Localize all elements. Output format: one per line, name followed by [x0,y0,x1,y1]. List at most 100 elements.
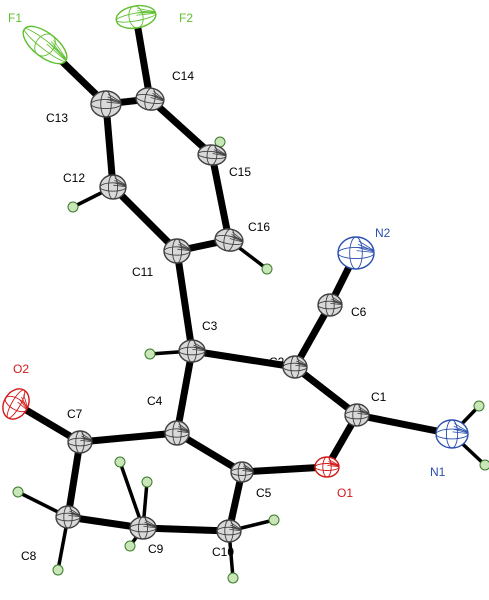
atom-principal-ellipse [107,174,118,200]
atom-label-C16: C16 [248,220,270,234]
atom-ellipsoid [99,174,127,200]
atom-C13 [90,90,122,118]
atom-hatch [230,524,241,530]
hydrogen-atom [141,476,153,488]
atom-hatch [143,523,156,528]
atom-ellipsoid [282,355,308,379]
atom-label-C4: C4 [147,394,163,408]
atom-hatch [243,464,253,471]
atom-principal-ellipse [282,362,308,372]
atom-hatch [177,428,189,433]
atom-principal-ellipse [214,235,244,245]
bond-C12-C11 [109,183,181,255]
atom-ellipsoid [55,505,81,529]
atom-principal-ellipse [99,182,127,192]
atom-hatch [150,97,164,102]
atom-hatch [330,300,342,305]
atom-hatch [143,525,156,528]
atom-hatch [80,437,92,442]
atom-hatch [107,96,121,103]
atom-label-C11: C11 [132,265,153,279]
atom-principal-ellipse [137,516,148,540]
atom-principal-ellipse [34,33,56,57]
atom-principal-ellipse [171,238,182,264]
atom-hatch [136,12,155,16]
atom-ellipsoid [163,238,191,264]
atom-hatch [328,459,339,466]
atom-hatch [137,10,155,13]
atom-principal-ellipse [186,339,197,363]
atom-hatch [231,233,243,242]
atom-ellipsoid [129,516,157,540]
atom-hatch [113,184,126,187]
atom-label-C9: C9 [148,542,164,556]
atom-ellipsoid [344,403,370,427]
atom-ellipsoid [178,339,206,363]
hydrogen-atom [67,201,79,213]
atom-hatch [178,241,190,250]
atom-ellipsoid [90,90,122,118]
hydrogen-atom [227,572,239,584]
atom-F1 [22,25,68,65]
atom-ellipsoid [164,420,190,446]
atom-principal-ellipse [223,228,235,252]
atom-principal-ellipse [67,437,93,447]
atom-principal-ellipse [325,293,335,317]
atom-hatch [17,401,27,410]
bond-O1-C5 [238,463,331,476]
atom-principal-ellipse [216,526,242,536]
atom-hatch [114,177,126,186]
atom-principal-ellipse [144,87,156,111]
atom-hatch [230,522,241,530]
atom-principal-ellipse [172,420,182,446]
atom-principal-ellipse [224,519,234,543]
bond-C4-C7 [76,429,181,446]
atom-hatch [81,435,92,441]
atom-label-C12: C12 [63,171,85,185]
atom-C2 [282,355,308,379]
atom-principal-ellipse [206,144,218,166]
atom-C15 [197,144,227,166]
atom-hatch [178,244,190,250]
atom-ellipsoid [216,519,242,543]
atom-label-C2: C2 [269,355,285,369]
atom-hatch [327,465,339,468]
atom-hatch [242,470,253,473]
atom-hatch [152,92,164,101]
atom-C6 [317,293,343,317]
atom-hatch [68,514,80,517]
atom-hatch [68,512,80,517]
atom-hatch [193,344,205,350]
atom-label-O1: O1 [337,486,353,500]
atom-hatch [153,90,164,100]
atom-principal-ellipse [63,505,73,529]
atom-ellipsoid [2,388,30,420]
atom-hatch [229,238,243,243]
atom-N1 [435,419,469,449]
atom-hatch [177,246,190,251]
atom-hatch [51,41,66,60]
atom-principal-ellipse [129,523,157,533]
hydrogen-atom [114,456,126,468]
atom-hatch [144,521,156,527]
atom-principal-ellipse [115,11,157,23]
atom-hatch [358,406,369,414]
atom-hatch [356,250,374,253]
atom-hatch [177,430,189,433]
atom-principal-ellipse [344,410,370,420]
atom-ellipsoid [22,25,68,65]
atom-C12 [99,174,127,200]
atom-O1 [314,456,340,478]
atom-hatch [357,247,374,252]
atom-hatch [178,426,189,432]
bond-C9-C10 [139,524,233,535]
atom-hatch [295,362,307,367]
atom-hatch [242,468,253,472]
atom-hatch [21,396,28,408]
atom-N2 [337,236,375,270]
atom-principal-ellipse [4,395,28,413]
atom-O2 [2,388,30,420]
atom-hatch [69,508,80,516]
atom-principal-ellipse [178,346,206,356]
